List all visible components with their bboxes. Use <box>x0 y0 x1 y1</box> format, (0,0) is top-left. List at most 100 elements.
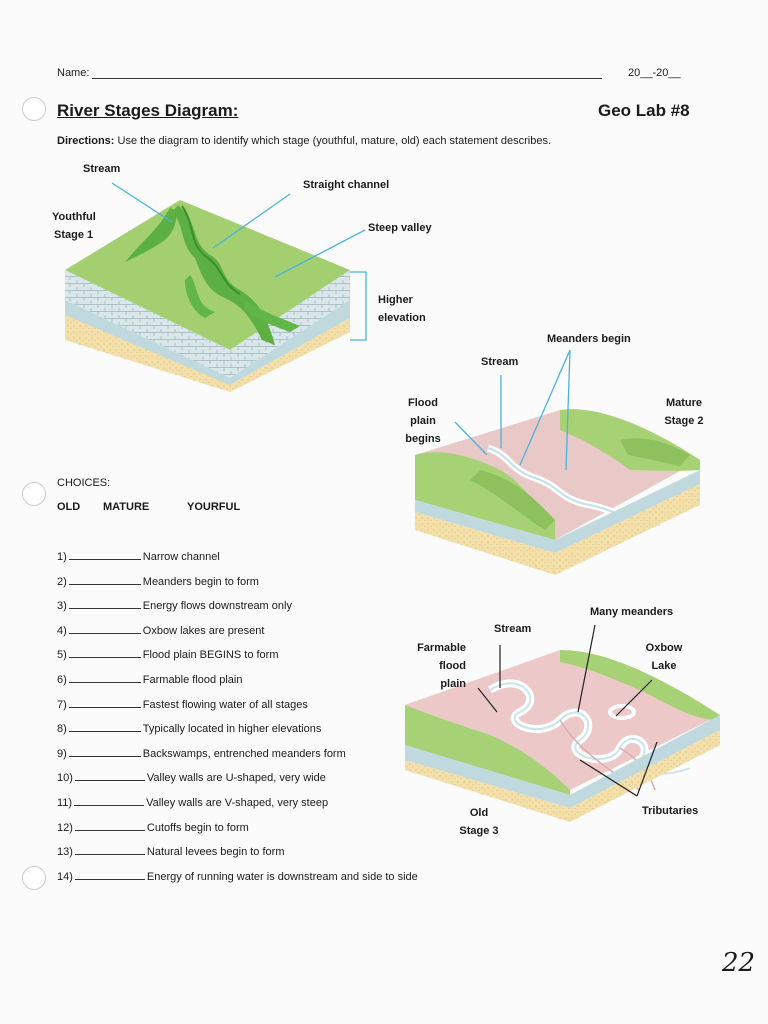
label-higher-elevation: Higher elevation <box>378 291 426 327</box>
question-row: 10) Valley walls are U-shaped, very wide <box>57 769 326 785</box>
label-flood-plain-begins: Flood plain begins <box>400 394 446 448</box>
label-stream-old: Stream <box>494 623 532 635</box>
answer-blank[interactable] <box>68 671 141 683</box>
directions: Directions: Use the diagram to identify … <box>57 135 551 147</box>
label-flood-line2: plain <box>410 415 436 427</box>
question-row: 13) Natural levees begin to form <box>57 843 284 859</box>
label-flood-line3: begins <box>405 433 441 445</box>
answer-blank[interactable] <box>68 548 141 560</box>
answer-blank[interactable] <box>68 622 141 634</box>
question-number: 13) <box>57 846 73 859</box>
label-old-line2: Stage 3 <box>459 825 499 837</box>
question-row: 4) Oxbow lakes are present <box>57 622 264 638</box>
question-text: Oxbow lakes are present <box>142 624 265 637</box>
label-youthful-line1: Youthful <box>52 211 96 223</box>
directions-text: Use the diagram to identify which stage … <box>117 135 552 147</box>
question-number: 4) <box>57 624 67 637</box>
label-higher-line1: Higher <box>378 294 413 306</box>
question-row: 7) Fastest flowing water of all stages <box>57 696 308 712</box>
label-farmable-line3: plain <box>440 678 466 690</box>
mature-block <box>415 409 700 575</box>
label-oxbow-line1: Oxbow <box>645 642 683 654</box>
label-youthful-stage: Youthful Stage 1 <box>52 208 96 244</box>
label-oxbow-line2: Lake <box>651 660 677 672</box>
question-text: Flood plain BEGINS to form <box>142 649 279 662</box>
binder-hole-top <box>22 97 46 121</box>
question-row: 5) Flood plain BEGINS to form <box>57 646 279 662</box>
question-number: 10) <box>57 772 73 785</box>
name-field[interactable] <box>92 78 602 79</box>
question-number: 6) <box>57 674 67 686</box>
binder-hole-middle <box>22 482 46 506</box>
answer-blank[interactable] <box>74 794 145 806</box>
answer-blank[interactable] <box>68 745 141 757</box>
question-row: 8) Typically located in higher elevations <box>57 720 321 736</box>
label-stream-mature: Stream <box>481 356 519 368</box>
question-row: 14)Energy of running water is downstream… <box>57 868 418 884</box>
question-text: Cutoffs begin to form <box>146 821 249 834</box>
question-row: 3) Energy flows downstream only <box>57 597 292 613</box>
label-higher-line2: elevation <box>378 312 426 324</box>
label-farmable-line2: flood <box>439 660 466 672</box>
label-oxbow-lake: Oxbow Lake <box>640 639 688 675</box>
answer-blank[interactable] <box>68 696 141 708</box>
label-many-meanders: Many meanders <box>590 606 674 618</box>
question-row: 12) Cutoffs begin to form <box>57 819 249 835</box>
answer-blank[interactable] <box>74 819 145 831</box>
question-number: 9) <box>57 747 67 760</box>
label-meanders-begin: Meanders begin <box>547 333 631 345</box>
school-year-field[interactable]: 20__-20__ <box>628 67 681 79</box>
question-text: Natural levees begin to form <box>146 846 285 859</box>
question-text: Typically located in higher elevations <box>142 723 322 736</box>
question-number: 1) <box>57 551 67 563</box>
question-text: Valley walls are V-shaped, very steep <box>146 797 329 809</box>
label-flood-line1: Flood <box>408 397 438 409</box>
choices-label: CHOICES: <box>57 477 111 489</box>
question-number: 3) <box>57 600 67 613</box>
question-row: 6) Farmable flood plain <box>57 671 242 687</box>
question-number: 8) <box>57 723 67 736</box>
question-number: 5) <box>57 649 67 662</box>
label-old-stage: Old Stage 3 <box>452 804 506 840</box>
choice-mature: MATURE <box>103 501 150 513</box>
answer-blank[interactable] <box>68 646 141 659</box>
question-number: 7) <box>57 698 67 711</box>
question-text: Valley walls are U-shaped, very wide <box>146 772 326 785</box>
answer-blank[interactable] <box>74 843 145 856</box>
page-number: 22 <box>722 948 756 978</box>
question-text: Energy flows downstream only <box>142 600 292 613</box>
choice-old: OLD <box>57 501 81 513</box>
page-title: River Stages Diagram: <box>57 101 239 120</box>
question-text: Backswamps, entrenched meanders form <box>142 747 346 760</box>
question-number: 14) <box>57 870 73 883</box>
binder-hole-bottom <box>22 866 46 890</box>
choice-youthful: YOURFUL <box>187 501 241 513</box>
label-straight-channel: Straight channel <box>303 179 390 191</box>
lab-number: Geo Lab #8 <box>598 101 690 120</box>
question-number: 12) <box>57 821 73 834</box>
label-tributaries: Tributaries <box>642 805 699 817</box>
question-number: 2) <box>57 575 67 588</box>
question-text: Meanders begin to form <box>142 575 259 588</box>
label-mature-line2: Stage 2 <box>664 415 704 427</box>
question-row: 2) Meanders begin to form <box>57 573 259 589</box>
answer-blank[interactable] <box>68 720 141 733</box>
question-row: 11) Valley walls are V-shaped, very steep <box>57 794 328 810</box>
question-text: Farmable flood plain <box>142 674 243 686</box>
question-row: 9) Backswamps, entrenched meanders form <box>57 745 346 761</box>
directions-label: Directions: <box>57 135 115 147</box>
answer-blank[interactable] <box>68 573 141 585</box>
label-mature-line1: Mature <box>665 397 703 409</box>
name-label: Name: <box>57 67 90 79</box>
question-number: 11) <box>57 797 73 809</box>
youthful-block <box>65 200 350 392</box>
answer-blank[interactable] <box>74 868 145 880</box>
answer-blank[interactable] <box>68 597 141 610</box>
label-youthful-line2: Stage 1 <box>54 229 94 241</box>
label-old-line1: Old <box>469 807 489 819</box>
answer-blank[interactable] <box>74 769 145 782</box>
question-text: Fastest flowing water of all stages <box>142 698 308 711</box>
label-stream-youthful: Stream <box>83 163 121 175</box>
label-farmable-flood-plain: Farmable flood plain <box>404 639 466 693</box>
